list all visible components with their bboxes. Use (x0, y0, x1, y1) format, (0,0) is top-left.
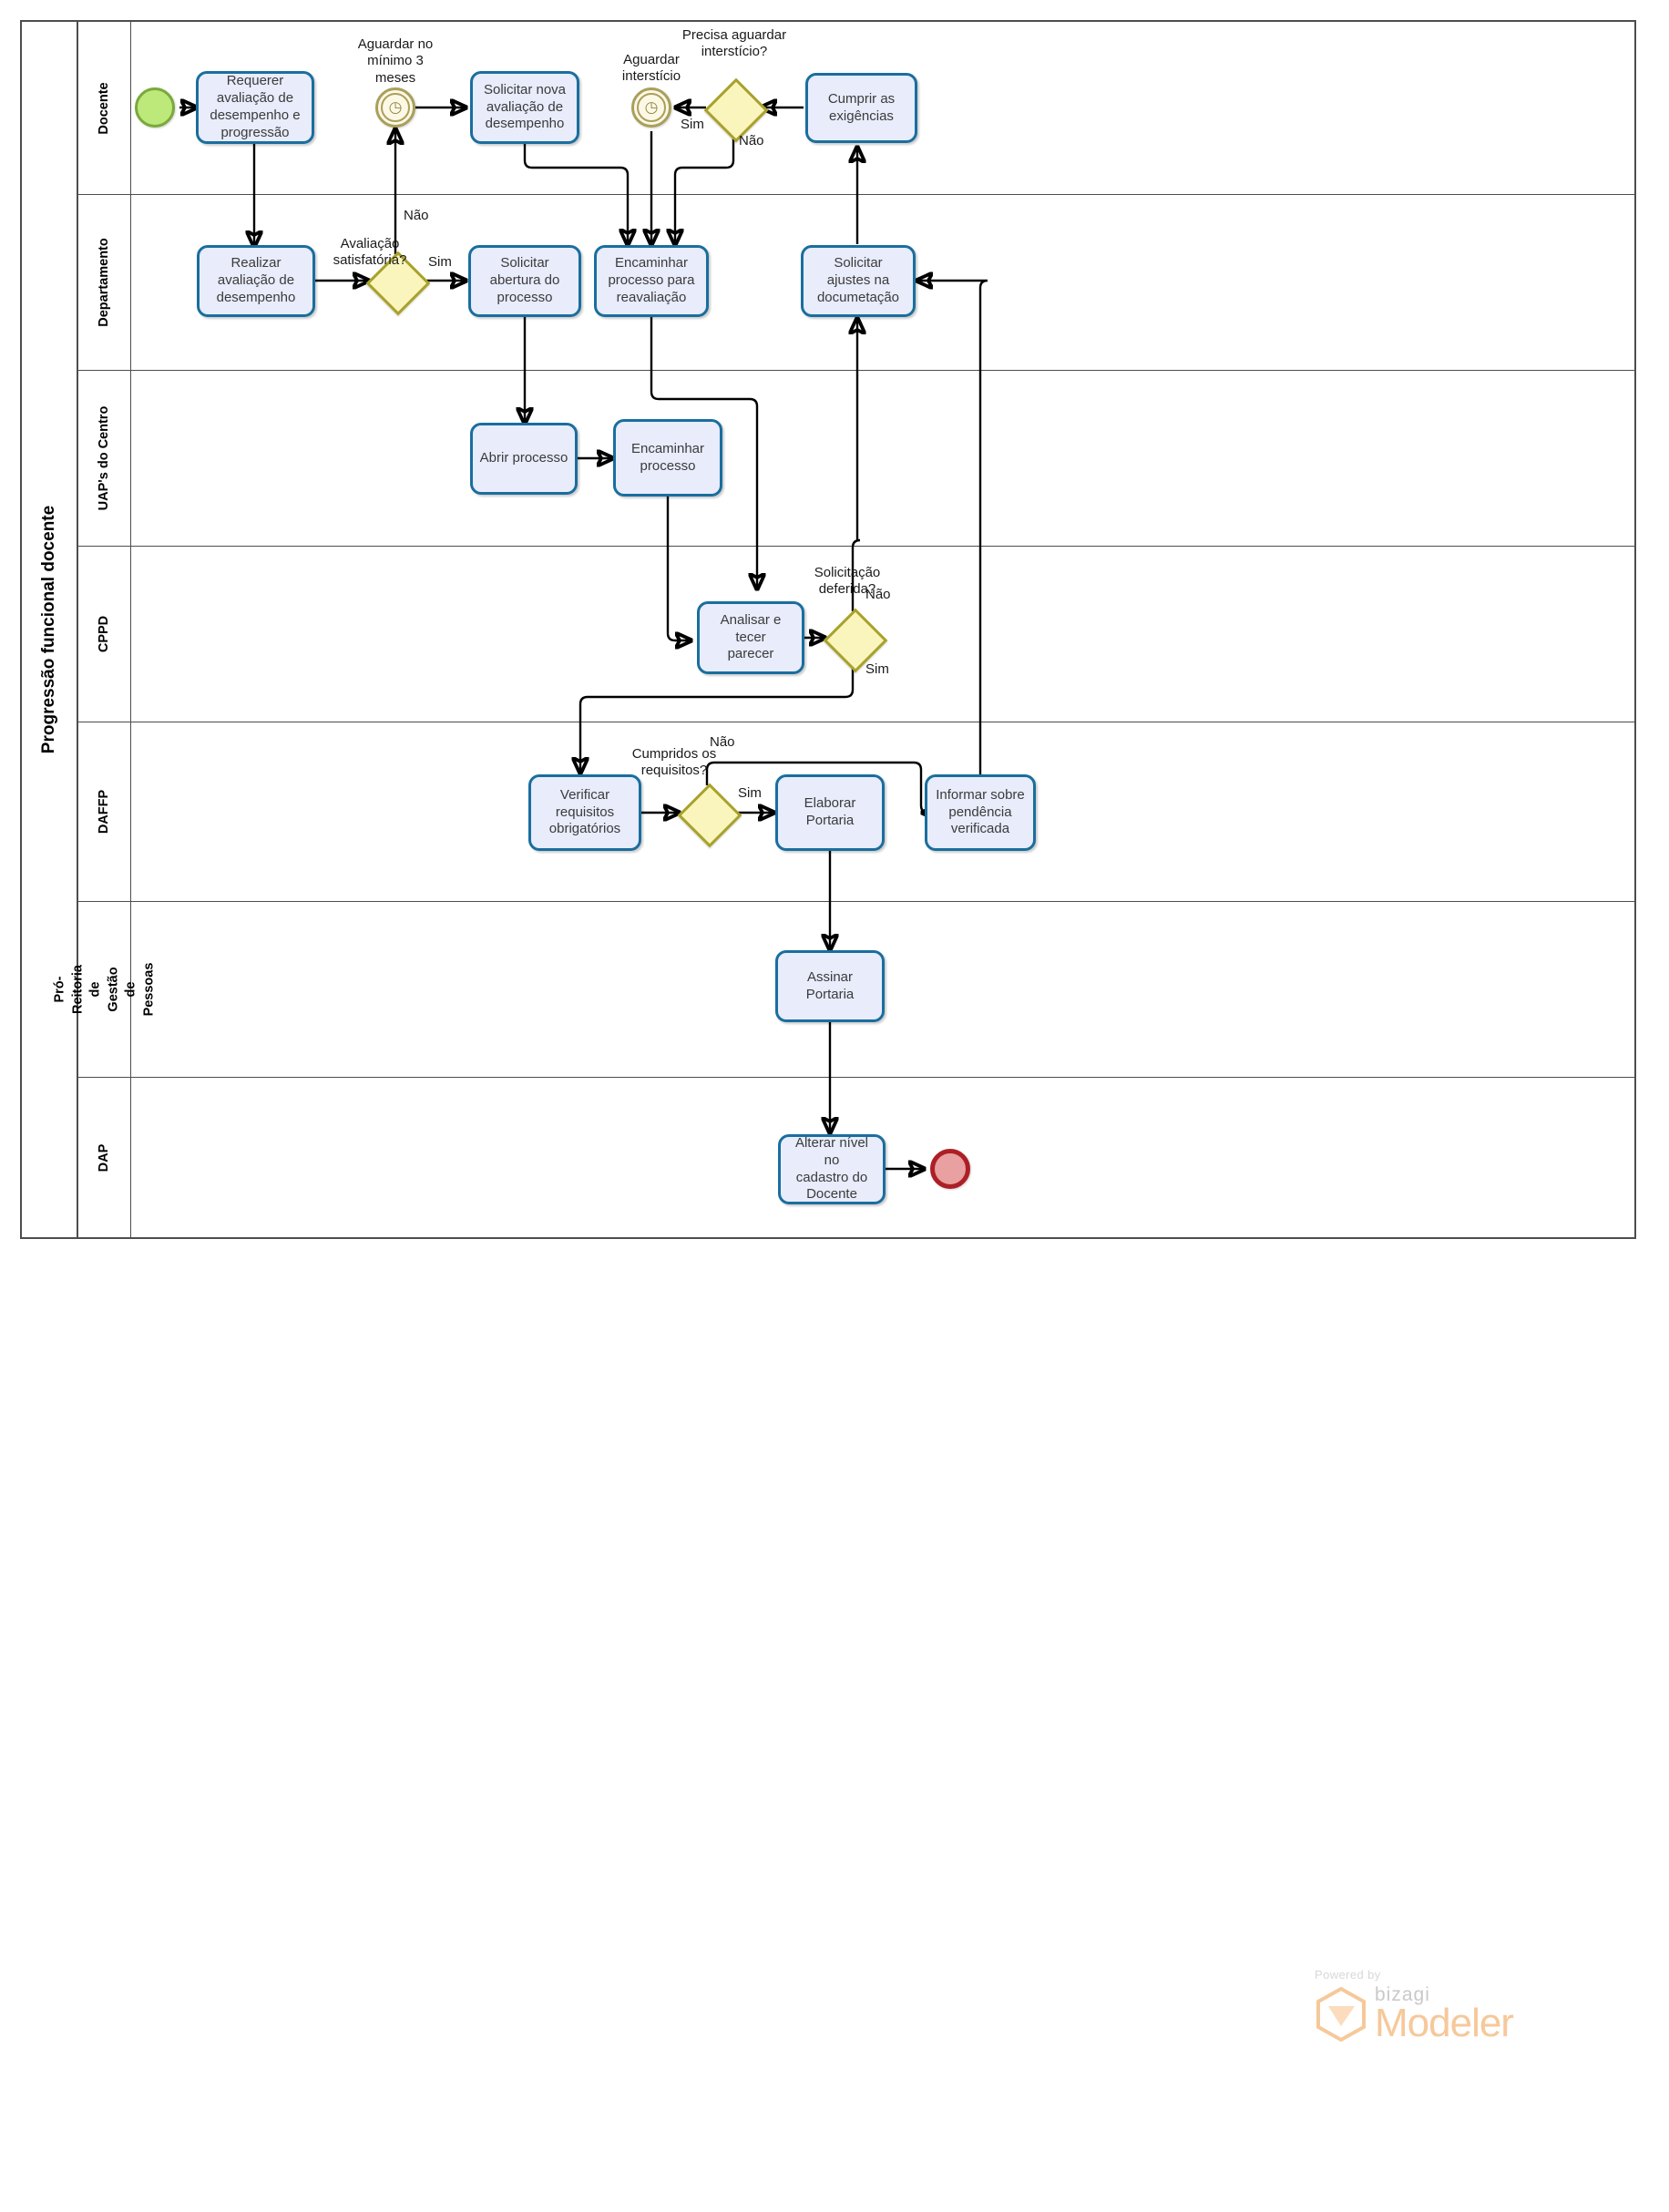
gateway-solicitacao-deferida[interactable] (823, 608, 888, 673)
lane-title-departamento: Departamento (96, 238, 111, 327)
flow-label-sim-deferida: Sim (865, 661, 889, 677)
lane-pro-reitoria-gestao-pessoas: Pró-Reitoria de Gestão de Pessoas (52, 902, 1636, 1078)
task-elaborar-portaria[interactable]: Elaborar Portaria (775, 774, 885, 851)
flow-label-nao-deferida: Não (865, 587, 891, 602)
lane-title-daffp: DAFFP (96, 789, 111, 835)
pool-title: Progressão funcional docente (39, 505, 58, 754)
powered-by-label: Powered by (1315, 1968, 1381, 1982)
task-cumprir-as-exigencias[interactable]: Cumprir as exigências (805, 73, 917, 143)
flow-label-sim-requisitos: Sim (738, 785, 762, 801)
lane-header-departamento: Departamento (78, 195, 131, 370)
gateway-precisa-aguardar-intersticio-label: Precisa aguardar interstício? (681, 27, 787, 60)
start-event[interactable] (135, 87, 175, 128)
lane-title-progep: Pró-Reitoria de Gestão de Pessoas (51, 962, 156, 1017)
lane-title-cppd: CPPD (96, 615, 111, 653)
flow-label-nao-requisitos: Não (710, 734, 735, 750)
lane-title-uaps: UAP's do Centro (96, 405, 111, 511)
bizagi-modeler-branding: Powered by bizagi Modeler (1315, 1968, 1514, 2045)
task-verificar-requisitos-obrigatorios[interactable]: Verificar requisitos obrigatórios (528, 774, 641, 851)
lane-header-daffp: DAFFP (78, 722, 131, 901)
end-event[interactable] (930, 1149, 970, 1189)
timer-event-aguardar-intersticio-label: Aguardar interstício (621, 52, 681, 85)
timer-event-aguardar-3-meses[interactable]: ◷ (375, 87, 415, 128)
pool-header: Progressão funcional docente (22, 22, 78, 1237)
lane-header-docente: Docente (78, 22, 131, 194)
timer-event-aguardar-3-meses-label: Aguardar no mínimo 3 meses (357, 36, 434, 86)
flow-label-sim-intersticio: Sim (681, 117, 704, 132)
bizagi-wordmark: bizagi (1375, 1984, 1430, 2005)
lane-cppd: CPPD (78, 547, 1636, 722)
flow-label-sim-avaliacao: Sim (428, 254, 452, 270)
task-encaminhar-processo[interactable]: Encaminhar processo (613, 419, 722, 497)
clock-icon: ◷ (644, 98, 659, 116)
flow-label-nao-intersticio: Não (739, 133, 764, 148)
lane-header-uaps: UAP's do Centro (78, 371, 131, 546)
gateway-cumpridos-os-requisitos-label: Cumpridos os requisitos? (631, 746, 717, 779)
lane-header-progep: Pró-Reitoria de Gestão de Pessoas (52, 902, 156, 1077)
timer-event-aguardar-intersticio[interactable]: ◷ (631, 87, 671, 128)
task-requerer-avaliacao-desempenho-progressao[interactable]: Requerer avaliação de desempenho e progr… (196, 71, 314, 144)
task-encaminhar-processo-para-reavaliacao[interactable]: Encaminhar processo para reavaliação (594, 245, 709, 317)
gateway-cumpridos-os-requisitos[interactable] (677, 783, 742, 848)
lane-uaps-do-centro: UAP's do Centro (78, 371, 1636, 547)
lane-title-docente: Docente (96, 81, 111, 135)
task-solicitar-nova-avaliacao-desempenho[interactable]: Solicitar nova avaliação de desempenho (470, 71, 579, 144)
bizagi-hex-logo-icon (1315, 1986, 1367, 2043)
flow-label-nao-avaliacao: Não (404, 208, 429, 223)
task-solicitar-ajustes-na-documetacao[interactable]: Solicitar ajustes na documetação (801, 245, 916, 317)
task-abrir-processo[interactable]: Abrir processo (470, 423, 578, 495)
task-realizar-avaliacao-desempenho[interactable]: Realizar avaliação de desempenho (197, 245, 315, 317)
task-analisar-e-tecer-parecer[interactable]: Analisar e tecer parecer (697, 601, 804, 674)
task-solicitar-abertura-processo[interactable]: Solicitar abertura do processo (468, 245, 581, 317)
modeler-wordmark: Modeler (1375, 2001, 1514, 2045)
gateway-solicitacao-deferida-label: Solicitação deferida? (814, 565, 881, 598)
lane-title-dap: DAP (96, 1143, 111, 1172)
lane-header-dap: DAP (78, 1078, 131, 1237)
lane-header-cppd: CPPD (78, 547, 131, 722)
lane-daffp: DAFFP (78, 722, 1636, 902)
diamond-shape (677, 783, 742, 848)
task-alterar-nivel-cadastro-docente[interactable]: Alterar nível no cadastro do Docente (778, 1134, 886, 1204)
task-informar-sobre-pendencia-verificada[interactable]: Informar sobre pendência verificada (925, 774, 1036, 851)
gateway-avaliacao-satisfatoria-label: Avaliação satisfatória? (333, 236, 407, 269)
task-assinar-portaria[interactable]: Assinar Portaria (775, 950, 885, 1022)
clock-icon: ◷ (388, 98, 403, 116)
lane-dap: DAP (78, 1078, 1636, 1237)
pool-progressao-funcional-docente: Progressão funcional docente Docente Dep… (20, 20, 1636, 1239)
